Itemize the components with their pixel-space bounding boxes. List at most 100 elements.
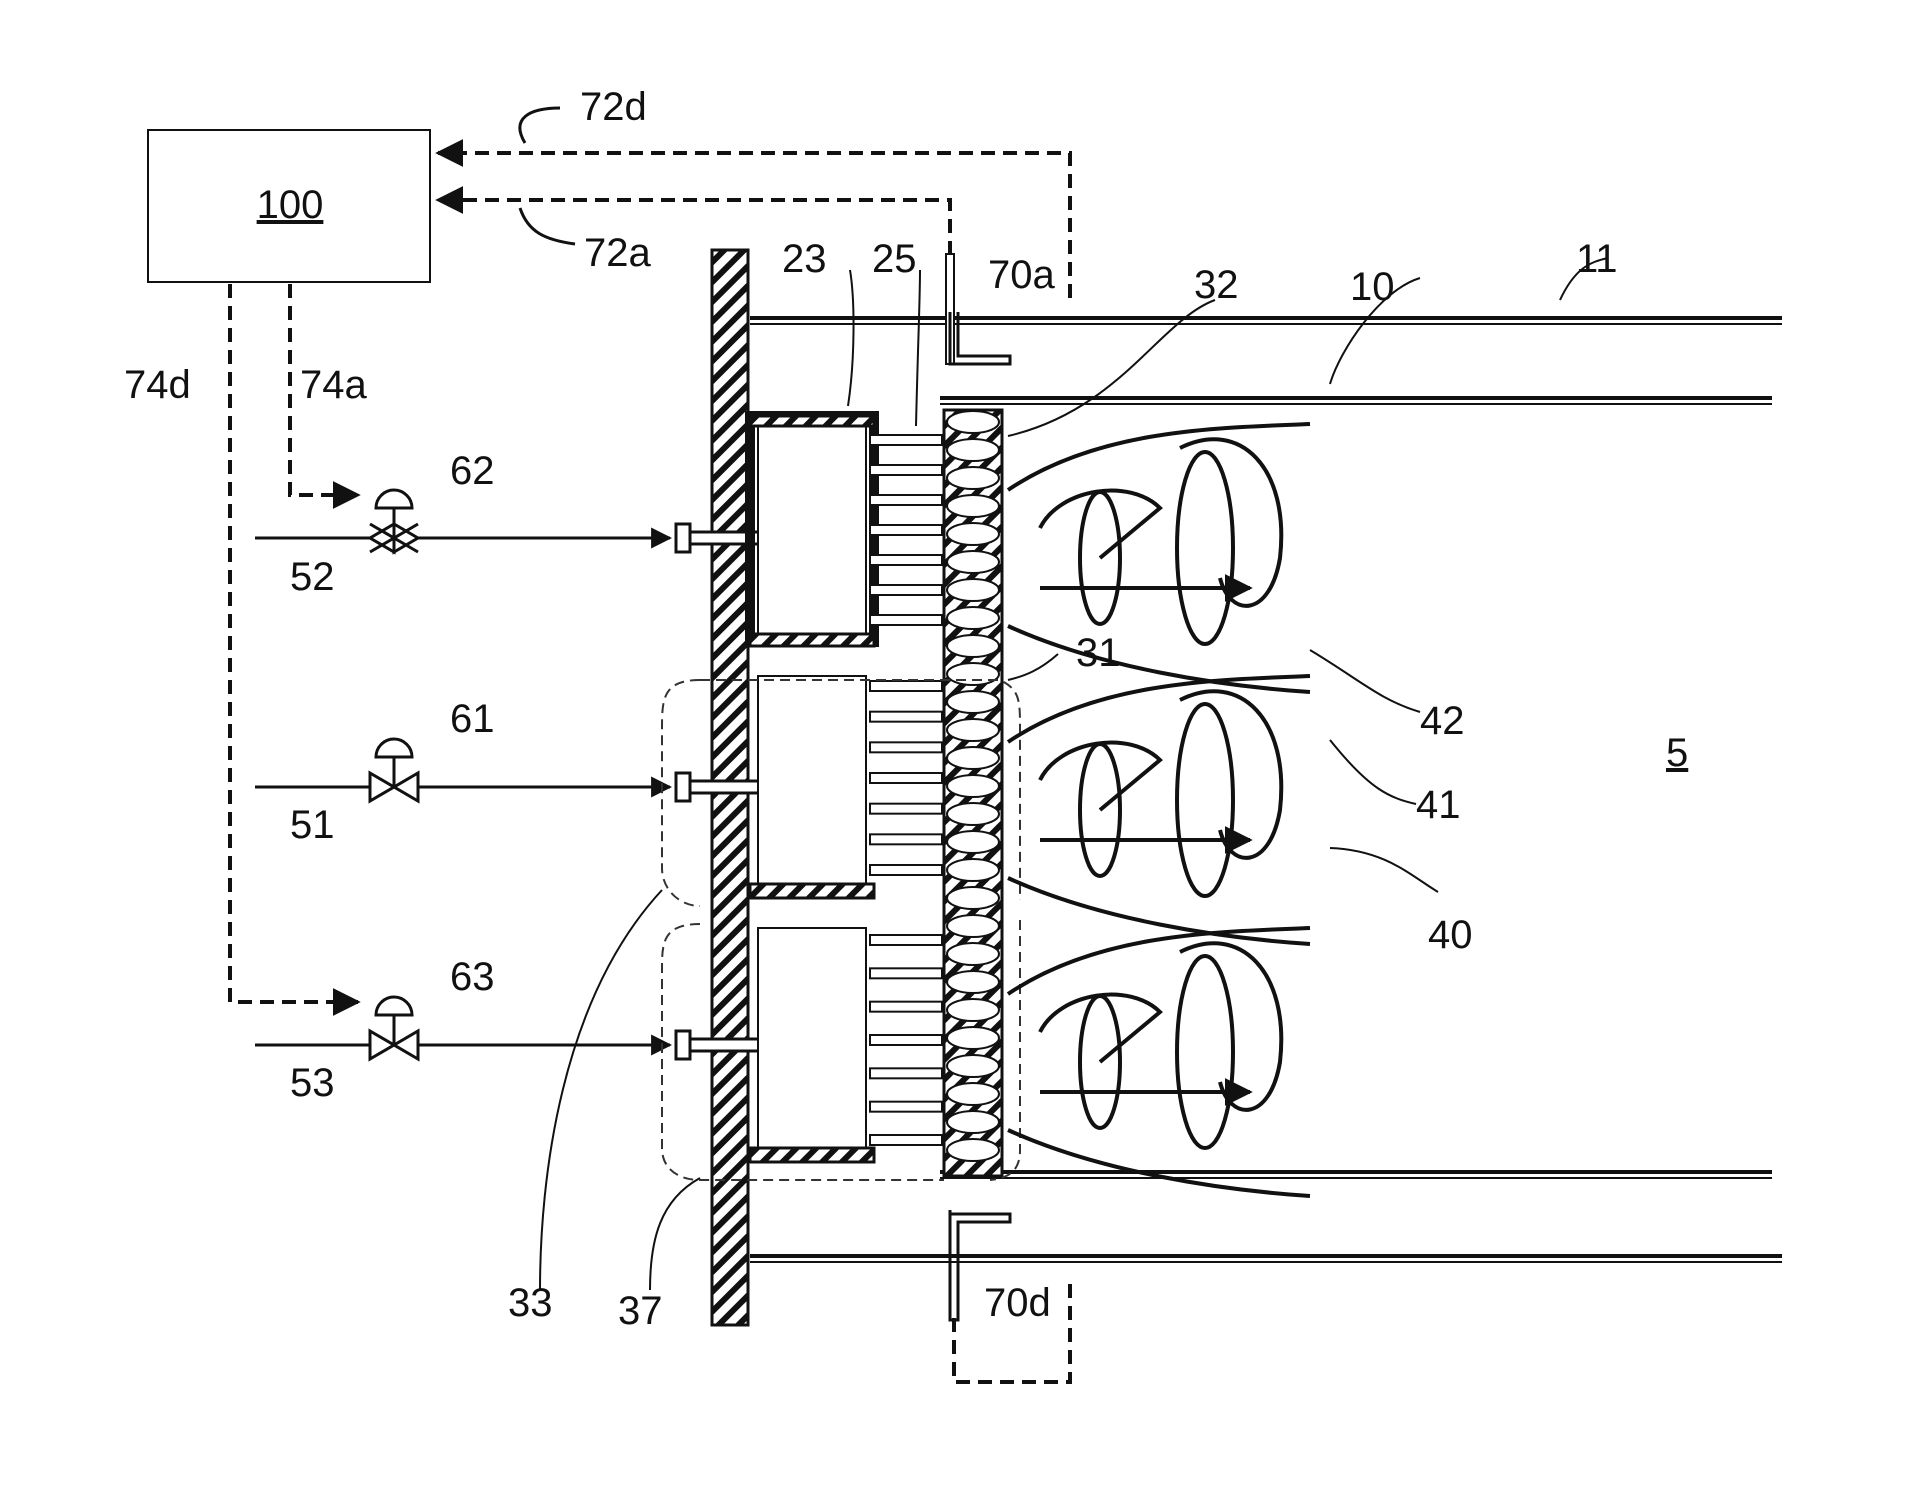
swirler-vane [947,1027,999,1049]
swirler-vane [947,439,999,461]
swirler-vane [947,1139,999,1161]
swirler-vane [947,467,999,489]
swirler-vane [947,1111,999,1133]
label-32: 32 [1194,263,1239,307]
swirler-vane [947,719,999,741]
fuel-nozzle-pin [870,935,942,945]
fuel-nozzle-pin [870,525,942,535]
label-23: 23 [782,237,827,281]
fuel-nozzle-pin [870,742,942,752]
fuel-nozzle-pin [870,834,942,844]
label-37: 37 [618,1289,663,1333]
signal-line-72d [438,108,1070,298]
label-42: 42 [1420,699,1465,743]
label-51: 51 [290,803,335,847]
fuel-nozzle-pin [870,1035,942,1045]
swirler-vane [947,663,999,685]
label-70a: 70a [988,253,1055,297]
label-33: 33 [508,1281,553,1325]
fuel-nozzle-pins [870,435,942,1145]
label-25: 25 [872,237,917,281]
fuel-nozzle-pin [870,495,942,505]
swirler-vane [947,775,999,797]
label-41: 41 [1416,783,1461,827]
fuel-header-middle [750,676,874,898]
fuel-nozzle-pin [870,1002,942,1012]
swirler-vane [947,887,999,909]
fuel-header-upper [750,416,874,646]
label-40: 40 [1428,913,1473,957]
swirler-vane [947,943,999,965]
swirler-vane [947,747,999,769]
fuel-nozzle-pin [870,1068,942,1078]
fuel-nozzle-pin [870,865,942,875]
fuel-nozzle-pin [870,773,942,783]
fuel-nozzle-pin [870,712,942,722]
flame-edge-lower [1008,1130,1310,1196]
swirler-vane [947,495,999,517]
label-72a: 72a [584,231,651,275]
label-62: 62 [450,449,495,493]
swirler-vane [947,1083,999,1105]
label-5: 5 [1666,731,1688,775]
flames [1008,424,1310,1196]
controller-box: 100 [148,130,430,282]
fuel-nozzle-pin [870,615,942,625]
swirler-vane [947,915,999,937]
swirler-vane [947,551,999,573]
fuel-nozzle-pin [870,681,942,691]
label-53: 53 [290,1061,335,1105]
label-72d: 72d [580,85,647,129]
swirler-vane [947,859,999,881]
label-31: 31 [1076,631,1121,675]
valve-62 [370,490,418,552]
label-61: 61 [450,697,495,741]
fuel-nozzle-pin [870,968,942,978]
flame-edge-upper [1008,928,1310,994]
fuel-nozzle-pin [870,804,942,814]
label-52: 52 [290,555,335,599]
fuel-nozzle-pin [870,435,942,445]
fuel-nozzle-pin [870,465,942,475]
fuel-nozzle-pin [870,555,942,565]
swirl-flow [1040,995,1160,1062]
swirler-vane [947,999,999,1021]
combustor-liner-10 [940,398,1772,1178]
swirler-vane [947,411,999,433]
swirler-vane [947,635,999,657]
label-10: 10 [1350,265,1395,309]
label-74d: 74d [124,363,191,407]
outer-casing-11 [750,318,1782,1262]
swirl-loop-large [1177,452,1233,644]
swirl-flow [1040,743,1160,810]
label-70d: 70d [984,1281,1051,1325]
flame-edge-lower [1008,878,1310,944]
controller-label: 100 [257,183,324,227]
swirl-loop-large [1177,704,1233,896]
swirler-vane [947,579,999,601]
swirler-vane [947,803,999,825]
fuel-header-lower [750,928,874,1162]
valve-61 [370,739,418,801]
swirler-vane [947,831,999,853]
label-11: 11 [1576,237,1618,281]
swirler-vane [947,691,999,713]
fuel-nozzle-pin [870,1102,942,1112]
flame-edge-upper [1008,676,1310,742]
fuel-nozzle-pin [870,1135,942,1145]
header-top-hatch [750,416,874,426]
swirl-flow [1040,491,1160,558]
swirl-loop-large [1177,956,1233,1148]
valve-63 [370,997,418,1059]
swirler-vane [947,971,999,993]
fuel-nozzle-pin [870,585,942,595]
swirler-vane [947,523,999,545]
label-74a: 74a [300,363,367,407]
leader-lines [540,258,1608,1290]
swirler-vane [947,607,999,629]
swirler-vane [947,1055,999,1077]
flame-edge-upper [1008,424,1310,490]
label-63: 63 [450,955,495,999]
